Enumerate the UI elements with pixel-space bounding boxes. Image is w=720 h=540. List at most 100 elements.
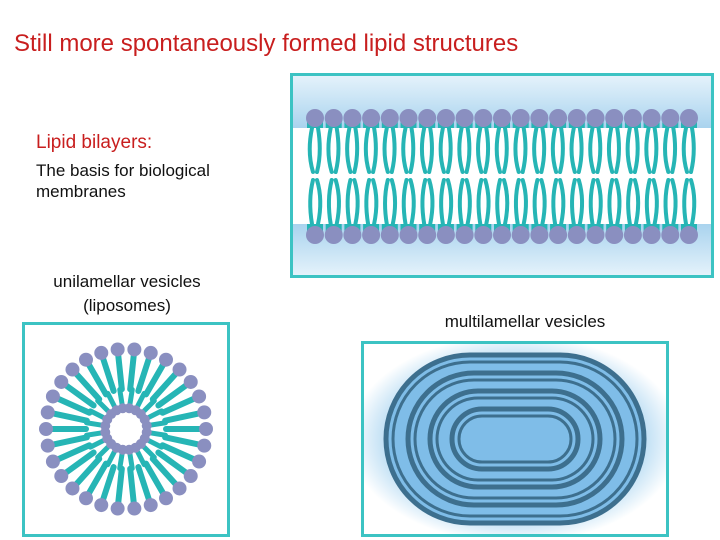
lipid-tail bbox=[155, 382, 189, 409]
lipid-head bbox=[661, 109, 680, 127]
lipid-tail bbox=[419, 126, 434, 174]
lipid-head bbox=[192, 389, 207, 404]
lipid-head bbox=[605, 226, 624, 244]
lipid-tail bbox=[149, 430, 169, 438]
lipid-tail bbox=[73, 455, 103, 487]
lipid-pair bbox=[586, 109, 605, 244]
lipid-pair bbox=[455, 109, 474, 244]
lipid-tail bbox=[141, 398, 157, 414]
lipid-head bbox=[172, 481, 187, 496]
lipid-head bbox=[110, 342, 125, 357]
lipid-head bbox=[530, 109, 549, 127]
lipid-tail bbox=[135, 390, 147, 409]
lipid-tail bbox=[149, 455, 179, 487]
outer-lipid bbox=[54, 449, 97, 484]
lipid-head bbox=[94, 345, 109, 360]
lipid-head bbox=[172, 362, 187, 377]
lipid-tail bbox=[63, 449, 97, 476]
lipid-head bbox=[380, 109, 399, 127]
lipid-tail bbox=[513, 126, 528, 174]
lipid-tail bbox=[476, 126, 491, 174]
lipid-head bbox=[623, 109, 642, 127]
lipid-tail bbox=[681, 126, 696, 174]
lipid-tail bbox=[644, 178, 659, 226]
lipid-tail bbox=[438, 126, 453, 174]
outer-lipid bbox=[110, 465, 125, 516]
lipid-head bbox=[418, 226, 437, 244]
lipid-tail bbox=[55, 395, 93, 416]
lipid-head bbox=[110, 501, 125, 516]
lipid-tail bbox=[95, 444, 111, 460]
lipid-head bbox=[680, 226, 698, 244]
lipid-head bbox=[54, 374, 69, 389]
lipid-tail bbox=[100, 464, 117, 503]
lipid-tail bbox=[95, 398, 111, 414]
lipid-head bbox=[455, 226, 474, 244]
lipid-head bbox=[192, 454, 207, 469]
unilamellar-label-line1: unilamellar vesicles bbox=[53, 272, 201, 291]
lipid-head bbox=[79, 352, 93, 367]
lipid-head bbox=[183, 469, 198, 484]
lipid-head bbox=[45, 454, 60, 469]
lipid-head bbox=[642, 226, 661, 244]
lipid-head bbox=[45, 389, 60, 404]
lipid-head bbox=[306, 109, 324, 127]
lipid-tail bbox=[307, 126, 322, 174]
outer-lipid bbox=[127, 342, 142, 393]
bilayer-heading: Lipid bilayers: bbox=[36, 132, 153, 153]
lamella-outer-edge bbox=[405, 370, 625, 508]
lipid-tail bbox=[326, 178, 341, 226]
lipid-tail bbox=[569, 126, 584, 174]
lipid-head bbox=[54, 469, 69, 484]
lamella-inner-edge bbox=[391, 360, 639, 518]
lipid-head bbox=[324, 109, 343, 127]
lipid-head bbox=[65, 362, 80, 377]
lipid-tail bbox=[73, 371, 103, 403]
lipid-tail bbox=[86, 361, 109, 398]
lipid-tail bbox=[607, 178, 622, 226]
lipid-tail bbox=[606, 126, 621, 174]
lipid-head bbox=[79, 491, 93, 506]
lipid-tail bbox=[626, 178, 641, 226]
lipid-pair bbox=[623, 109, 642, 244]
lipid-head bbox=[40, 438, 55, 453]
lipid-tail bbox=[117, 452, 125, 472]
lipid-tail bbox=[149, 371, 179, 403]
bilayer-subtitle: The basis for biological membranes bbox=[36, 161, 210, 201]
lipid-tail bbox=[345, 178, 360, 226]
lipid-pair bbox=[680, 109, 698, 244]
lipid-head bbox=[65, 481, 80, 496]
multilamellar-label: multilamellar vesicles bbox=[444, 312, 606, 331]
lipid-tail bbox=[146, 438, 165, 450]
lipid-head bbox=[474, 226, 493, 244]
lipid-tail bbox=[682, 178, 697, 226]
lipid-pair bbox=[380, 109, 399, 244]
lipid-pair bbox=[306, 109, 324, 244]
lipid-tail bbox=[382, 126, 397, 174]
lipid-tail bbox=[588, 126, 603, 174]
lipid-pair bbox=[605, 109, 624, 244]
lipid-tail bbox=[364, 178, 379, 226]
lipid-tail bbox=[50, 410, 90, 424]
lipid-tail bbox=[127, 465, 137, 506]
outer-lipid bbox=[149, 455, 187, 496]
multilamellar-vesicle-illustration bbox=[361, 341, 669, 537]
lipid-tail bbox=[588, 178, 603, 226]
lipid-head bbox=[94, 498, 109, 513]
lipid-head bbox=[343, 109, 362, 127]
unilamellar-vesicle-illustration bbox=[22, 322, 230, 537]
lipid-tail bbox=[63, 382, 97, 409]
lamella-outer-edge bbox=[449, 406, 581, 472]
lipid-tail bbox=[55, 442, 93, 463]
lipid-head bbox=[511, 109, 530, 127]
lipid-tail bbox=[420, 178, 435, 226]
outer-lipid bbox=[159, 389, 207, 416]
lipid-tail bbox=[87, 408, 106, 420]
lipid-tail bbox=[127, 452, 135, 472]
lipid-tail bbox=[143, 460, 166, 497]
lipid-tail bbox=[532, 178, 547, 226]
lipid-tail bbox=[532, 126, 547, 174]
lipid-tail bbox=[551, 178, 566, 226]
outer-lipid bbox=[39, 422, 89, 436]
bilayer-diagram bbox=[293, 76, 711, 275]
